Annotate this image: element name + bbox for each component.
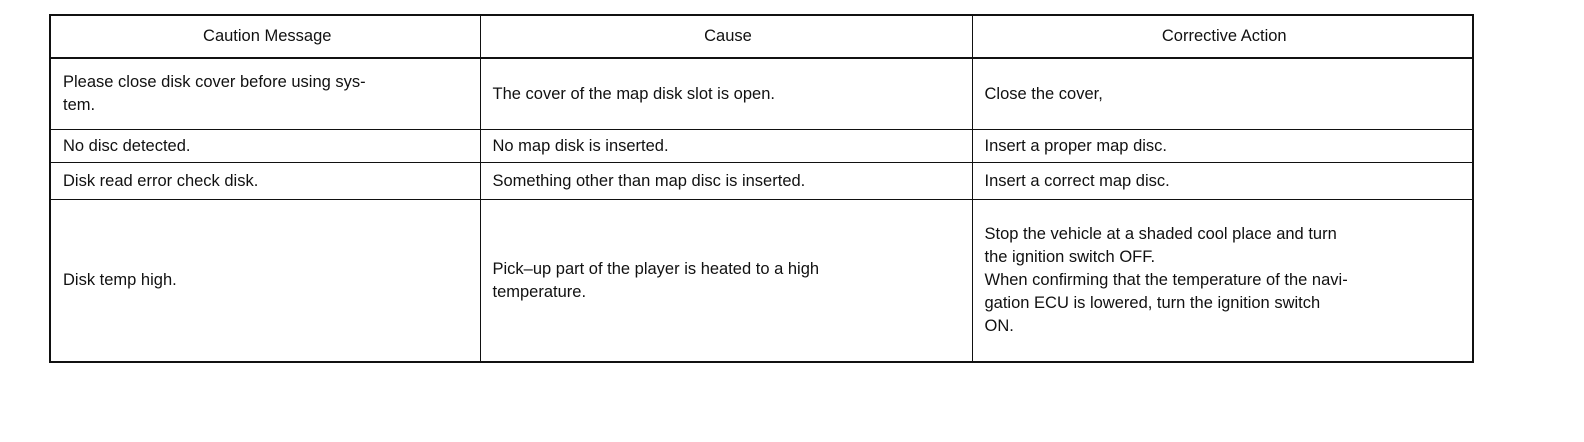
table-row: Disk read error check disk. Something ot…: [49, 162, 1474, 200]
table-row: Please close disk cover before using sys…: [49, 57, 1474, 130]
caution-message-table: Caution Message Cause Corrective Action …: [49, 14, 1474, 363]
table-row: No disc detected. No map disk is inserte…: [49, 129, 1474, 163]
cell-cause: The cover of the map disk slot is open.: [479, 57, 973, 130]
header-corrective-action: Corrective Action: [971, 14, 1474, 59]
caution-message-table-container: Caution Message Cause Corrective Action …: [49, 14, 1474, 363]
cell-cause: Pick–up part of the player is heated to …: [479, 199, 973, 363]
cell-caution-message: Please close disk cover before using sys…: [49, 57, 481, 130]
cell-caution-message: Disk temp high.: [49, 199, 481, 363]
cell-corrective-action: Insert a proper map disc.: [971, 129, 1474, 163]
cell-cause: Something other than map disc is inserte…: [479, 162, 973, 200]
cell-corrective-action: Insert a correct map disc.: [971, 162, 1474, 200]
cell-corrective-action: Stop the vehicle at a shaded cool place …: [971, 199, 1474, 363]
cell-caution-message: Disk read error check disk.: [49, 162, 481, 200]
table-row: Disk temp high. Pick–up part of the play…: [49, 199, 1474, 363]
table-header-row: Caution Message Cause Corrective Action: [49, 14, 1474, 59]
header-caution-message: Caution Message: [49, 14, 481, 59]
cell-corrective-action: Close the cover,: [971, 57, 1474, 130]
header-cause: Cause: [479, 14, 973, 59]
cell-cause: No map disk is inserted.: [479, 129, 973, 163]
cell-caution-message: No disc detected.: [49, 129, 481, 163]
